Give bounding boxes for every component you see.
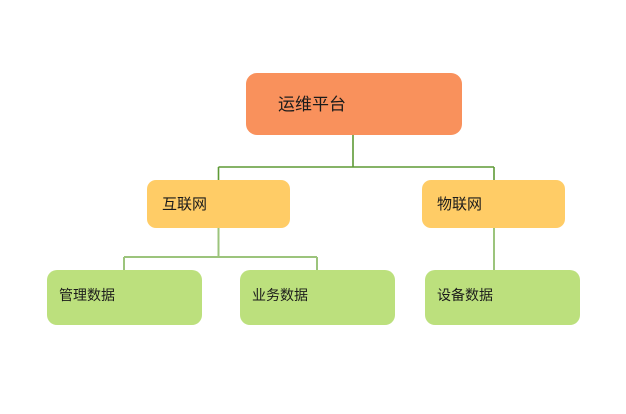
node-internet-label: 互联网 (162, 195, 208, 213)
node-management-data-label: 管理数据 (59, 287, 115, 303)
node-device-data-label: 设备数据 (437, 287, 493, 303)
node-root-ops-platform[interactable]: 运维平台 (246, 73, 462, 135)
node-internet[interactable]: 互联网 (147, 180, 290, 228)
node-iot[interactable]: 物联网 (422, 180, 565, 228)
node-device-data[interactable]: 设备数据 (425, 270, 580, 325)
node-business-data-label: 业务数据 (252, 287, 308, 303)
node-management-data[interactable]: 管理数据 (47, 270, 202, 325)
node-iot-label: 物联网 (437, 195, 483, 213)
node-root-label: 运维平台 (278, 94, 346, 114)
node-business-data[interactable]: 业务数据 (240, 270, 395, 325)
